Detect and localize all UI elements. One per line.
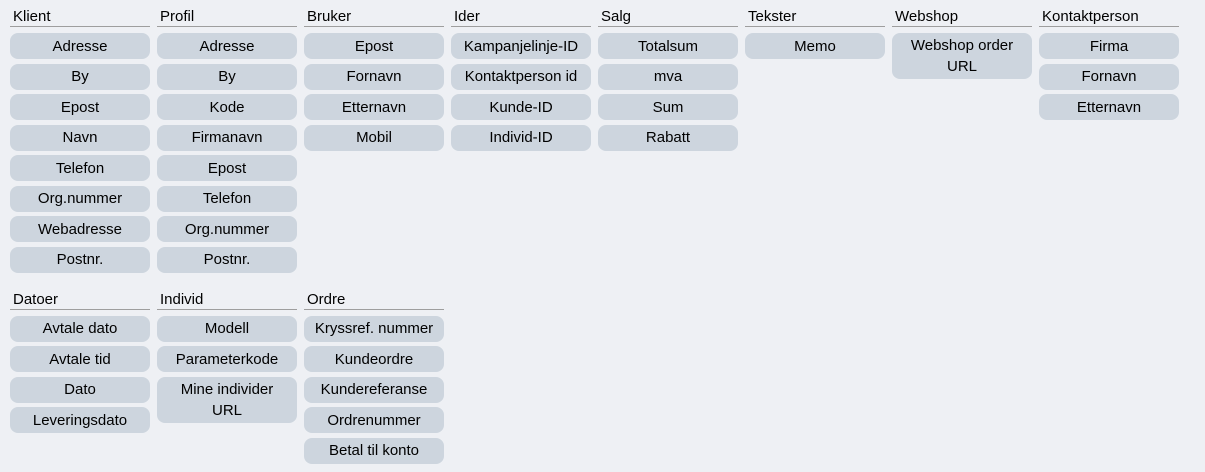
field-button-firmanavn[interactable]: Firmanavn <box>157 124 297 151</box>
field-button-adresse[interactable]: Adresse <box>10 33 150 59</box>
field-button-telefon[interactable]: Telefon <box>157 185 297 212</box>
group-title-klient: Klient <box>10 9 150 27</box>
group-title-ider: Ider <box>451 9 591 27</box>
group-title-kontaktperson: Kontaktperson <box>1039 9 1179 27</box>
field-button-epost[interactable]: Epost <box>10 94 150 120</box>
group-title-tekster: Tekster <box>745 9 885 27</box>
field-button-parameterkode[interactable]: Parameterkode <box>157 346 297 372</box>
field-button-totalsum[interactable]: Totalsum <box>598 33 738 59</box>
field-button-postnr[interactable]: Postnr. <box>10 246 150 273</box>
field-button-etternavn[interactable]: Etternavn <box>304 94 444 120</box>
field-button-kryssref-nummer[interactable]: Kryssref. nummer <box>304 315 444 342</box>
field-button-kode[interactable]: Kode <box>157 94 297 120</box>
field-button-avtale-dato[interactable]: Avtale dato <box>10 315 150 342</box>
field-button-epost[interactable]: Epost <box>157 155 297 181</box>
field-button-sum[interactable]: Sum <box>598 94 738 120</box>
field-button-fornavn[interactable]: Fornavn <box>304 63 444 90</box>
field-button-postnr[interactable]: Postnr. <box>157 246 297 273</box>
field-button-navn[interactable]: Navn <box>10 124 150 151</box>
group-title-profil: Profil <box>157 9 297 27</box>
field-button-fornavn[interactable]: Fornavn <box>1039 63 1179 90</box>
field-button-org-nummer[interactable]: Org.nummer <box>157 216 297 242</box>
field-button-kampanjelinje-id[interactable]: Kampanjelinje-ID <box>451 33 591 59</box>
field-button-kunde-id[interactable]: Kunde-ID <box>451 94 591 120</box>
field-button-ordrenummer[interactable]: Ordrenummer <box>304 407 444 433</box>
field-button-memo[interactable]: Memo <box>745 33 885 59</box>
field-button-kontaktperson-id[interactable]: Kontaktperson id <box>451 63 591 90</box>
field-button-webadresse[interactable]: Webadresse <box>10 216 150 242</box>
field-button-epost[interactable]: Epost <box>304 33 444 59</box>
group-title-ordre: Ordre <box>304 291 444 310</box>
group-title-datoer: Datoer <box>10 291 150 310</box>
field-button-mine-individer-url[interactable]: Mine individer URL <box>157 376 297 423</box>
field-button-kundereferanse[interactable]: Kundereferanse <box>304 376 444 403</box>
field-button-list: Webshop order URL <box>892 33 1032 79</box>
field-button-kundeordre[interactable]: Kundeordre <box>304 346 444 372</box>
field-button-telefon[interactable]: Telefon <box>10 155 150 181</box>
field-button-betal-til-konto[interactable]: Betal til konto <box>304 437 444 464</box>
field-button-mobil[interactable]: Mobil <box>304 124 444 151</box>
field-button-by[interactable]: By <box>157 63 297 90</box>
field-button-list: Kampanjelinje-ID Kontaktperson id Kunde-ID… <box>451 33 591 151</box>
field-button-dato[interactable]: Dato <box>10 376 150 403</box>
field-button-firma[interactable]: Firma <box>1039 33 1179 59</box>
field-button-rabatt[interactable]: Rabatt <box>598 124 738 151</box>
field-button-etternavn[interactable]: Etternavn <box>1039 94 1179 120</box>
field-button-modell[interactable]: Modell <box>157 315 297 342</box>
field-button-avtale-tid[interactable]: Avtale tid <box>10 346 150 372</box>
field-button-leveringsdato[interactable]: Leveringsdato <box>10 407 150 433</box>
group-title-bruker: Bruker <box>304 9 444 27</box>
group-title-individ: Individ <box>157 291 297 310</box>
field-button-adresse[interactable]: Adresse <box>157 33 297 59</box>
field-button-mva[interactable]: mva <box>598 63 738 90</box>
field-button-individ-id[interactable]: Individ-ID <box>451 124 591 151</box>
field-button-list: Memo <box>745 33 885 59</box>
field-button-org-nummer[interactable]: Org.nummer <box>10 185 150 212</box>
field-button-by[interactable]: By <box>10 63 150 90</box>
group-title-webshop: Webshop <box>892 9 1032 27</box>
field-button-webshop-order-url[interactable]: Webshop order URL <box>892 33 1032 79</box>
group-title-salg: Salg <box>598 9 738 27</box>
